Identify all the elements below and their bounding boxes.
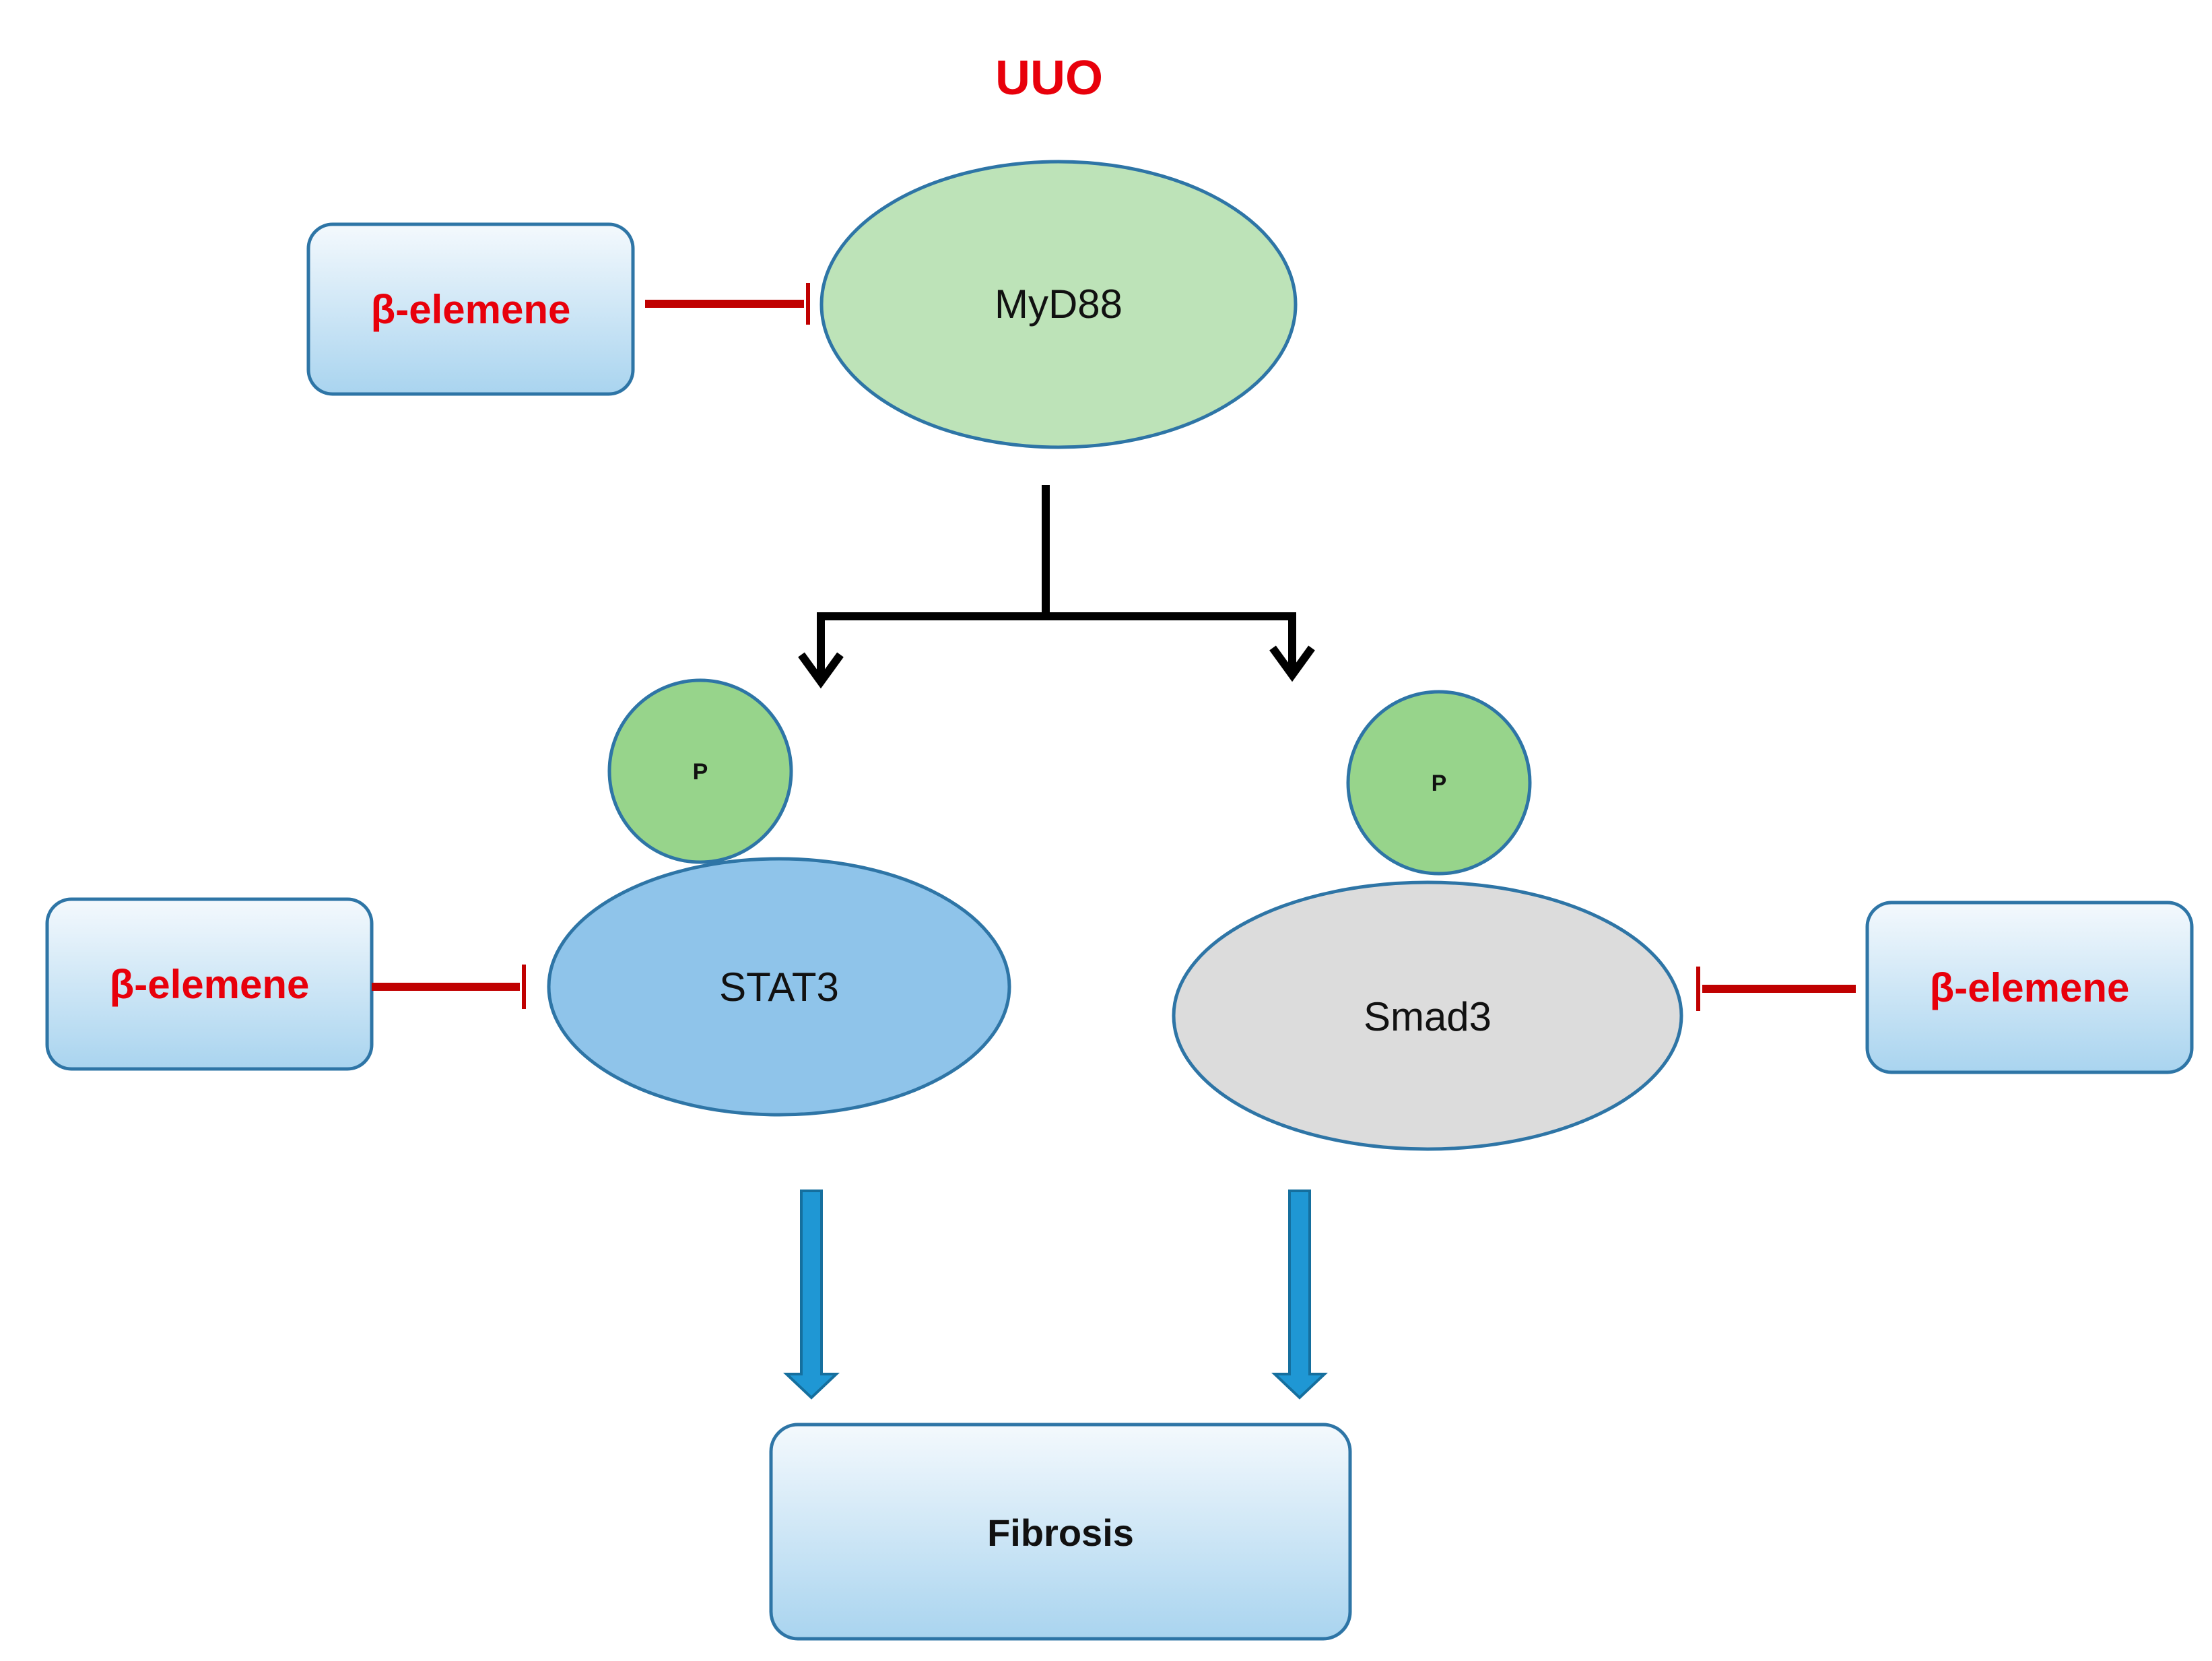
inhibitor-right-box	[1865, 901, 2194, 1074]
stat3-ellipse	[547, 857, 1011, 1117]
inhibition-line-smad3	[1696, 967, 1856, 1011]
smad3-ellipse	[1172, 880, 1683, 1151]
myd88-ellipse	[819, 160, 1298, 449]
inhibitor-left: β-elemene	[45, 897, 374, 1071]
node-smad3: Smad3	[1172, 880, 1683, 1151]
node-myd88: MyD88	[819, 160, 1298, 449]
smad3-label: Smad3	[1364, 994, 1492, 1039]
phospho-smad3: P	[1346, 690, 1532, 876]
fibrosis-label: Fibrosis	[987, 1511, 1134, 1554]
flow-arrow-stat3	[782, 1190, 840, 1400]
phospho-smad3-label: P	[1432, 771, 1447, 796]
inhibitor-top: β-elemene	[306, 222, 635, 396]
myd88-label: MyD88	[995, 282, 1122, 327]
inhibitor-left-label: β-elemene	[110, 962, 310, 1007]
branch-arrow	[798, 485, 1315, 689]
phospho-smad3-circle	[1346, 690, 1532, 876]
stat3-label: STAT3	[719, 965, 839, 1010]
inhibitor-right: β-elemene	[1865, 901, 2194, 1074]
phospho-stat3-circle	[607, 678, 793, 864]
flow-arrow-smad3-shape	[1271, 1190, 1329, 1400]
title-uuo: UUO	[995, 51, 1103, 105]
inhibition-line-myd88	[645, 283, 810, 325]
flow-arrow-smad3	[1271, 1190, 1329, 1400]
phospho-stat3: P	[607, 678, 793, 864]
fibrosis-box	[769, 1423, 1352, 1641]
node-stat3: STAT3	[547, 857, 1011, 1117]
inhibition-line-stat3	[372, 965, 526, 1009]
phospho-stat3-label: P	[693, 759, 708, 785]
flow-arrow-stat3-shape	[782, 1190, 840, 1400]
inhibitor-right-label: β-elemene	[1930, 965, 2130, 1010]
inhibitor-top-box	[306, 222, 635, 396]
inhibitor-top-label: β-elemene	[371, 287, 571, 332]
node-fibrosis: Fibrosis	[769, 1423, 1352, 1641]
